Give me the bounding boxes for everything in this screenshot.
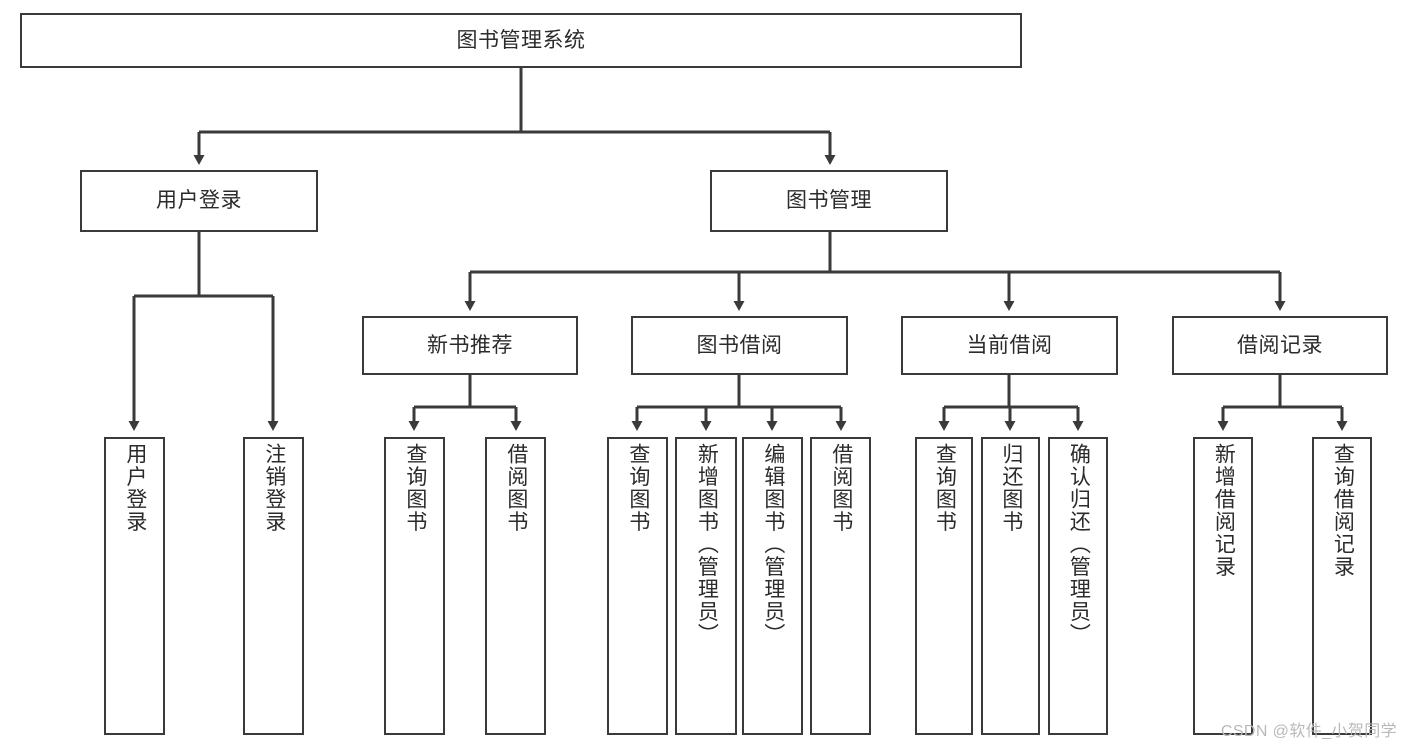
node-leaf-add-book-label: 新增图书（管理员） xyxy=(695,443,719,646)
node-leaf-confirm-return-label: 确认归还（管理员） xyxy=(1067,443,1091,646)
node-new-book-rec[interactable]: 新书推荐 xyxy=(362,316,578,375)
node-leaf-borrow-book-2-label: 借阅图书 xyxy=(829,443,853,533)
node-leaf-add-book[interactable]: 新增图书（管理员） xyxy=(675,437,737,735)
node-leaf-edit-book[interactable]: 编辑图书（管理员） xyxy=(742,437,803,735)
node-new-book-rec-label: 新书推荐 xyxy=(427,333,513,357)
node-leaf-add-record[interactable]: 新增借阅记录 xyxy=(1193,437,1253,735)
node-leaf-query-book-2-label: 查询图书 xyxy=(626,443,650,533)
node-book-manage-label: 图书管理 xyxy=(786,189,872,213)
node-user-login[interactable]: 用户登录 xyxy=(80,170,318,232)
node-leaf-query-book-3[interactable]: 查询图书 xyxy=(915,437,973,735)
node-leaf-return-book[interactable]: 归还图书 xyxy=(981,437,1040,735)
node-leaf-query-record-label: 查询借阅记录 xyxy=(1331,443,1355,578)
node-leaf-logout-label: 注销登录 xyxy=(262,443,286,533)
node-leaf-query-book-1-label: 查询图书 xyxy=(403,443,427,533)
csdn-watermark: CSDN @软件_小贺同学 xyxy=(1220,723,1397,740)
node-leaf-query-record[interactable]: 查询借阅记录 xyxy=(1312,437,1372,735)
node-leaf-query-book-1[interactable]: 查询图书 xyxy=(384,437,445,735)
node-leaf-query-book-2[interactable]: 查询图书 xyxy=(607,437,668,735)
node-leaf-borrow-book-2[interactable]: 借阅图书 xyxy=(810,437,871,735)
node-leaf-add-record-label: 新增借阅记录 xyxy=(1212,443,1236,578)
node-leaf-query-book-3-label: 查询图书 xyxy=(933,443,957,533)
node-leaf-confirm-return[interactable]: 确认归还（管理员） xyxy=(1048,437,1108,735)
node-book-borrow[interactable]: 图书借阅 xyxy=(631,316,848,375)
node-book-borrow-label: 图书借阅 xyxy=(696,333,783,357)
node-leaf-edit-book-label: 编辑图书（管理员） xyxy=(761,443,785,646)
node-root-label: 图书管理系统 xyxy=(456,28,586,52)
node-leaf-logout[interactable]: 注销登录 xyxy=(243,437,304,735)
node-leaf-borrow-book-1[interactable]: 借阅图书 xyxy=(485,437,546,735)
node-root[interactable]: 图书管理系统 xyxy=(20,13,1022,68)
node-current-borrow-label: 当前借阅 xyxy=(966,333,1053,357)
node-borrow-record-label: 借阅记录 xyxy=(1237,333,1323,357)
node-leaf-user-login-label: 用户登录 xyxy=(123,443,147,533)
node-leaf-user-login[interactable]: 用户登录 xyxy=(104,437,165,735)
node-borrow-record[interactable]: 借阅记录 xyxy=(1172,316,1388,375)
node-leaf-borrow-book-1-label: 借阅图书 xyxy=(504,443,528,533)
node-book-manage[interactable]: 图书管理 xyxy=(710,170,948,232)
node-user-login-label: 用户登录 xyxy=(156,189,242,213)
node-leaf-return-book-label: 归还图书 xyxy=(999,443,1023,533)
node-current-borrow[interactable]: 当前借阅 xyxy=(901,316,1118,375)
